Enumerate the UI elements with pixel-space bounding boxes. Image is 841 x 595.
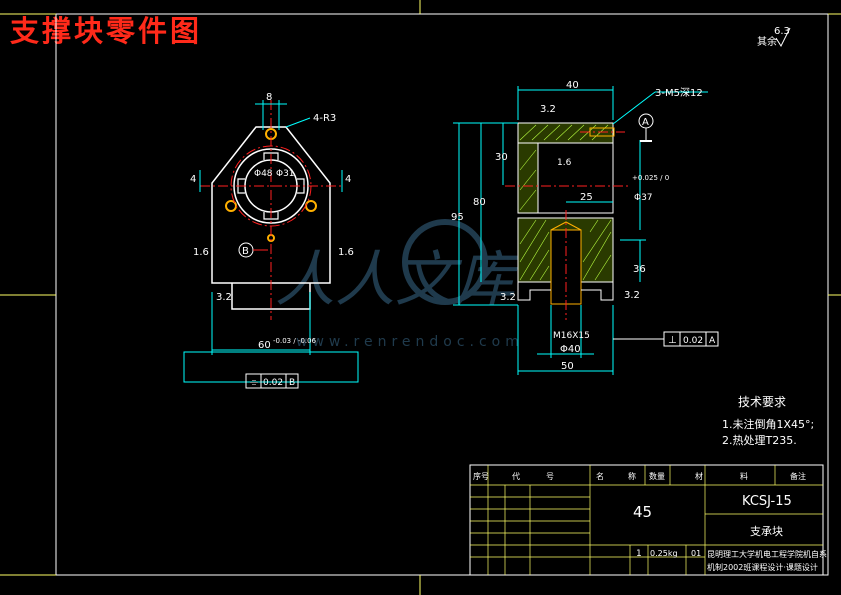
front-radius-label: 4-R3 bbox=[313, 113, 336, 124]
side-dim-25: 25 bbox=[580, 192, 593, 203]
watermark-url: www.renrendoc.com bbox=[296, 334, 524, 350]
header-col-2: 号 bbox=[546, 472, 554, 481]
header-col-3: 名 bbox=[596, 471, 604, 481]
front-rough-left: 1.6 bbox=[193, 247, 209, 258]
flatness-symbol: ⌯ bbox=[250, 377, 258, 388]
title-block: 序号 代 号 名 称 数量 材 料 备注 45 KCSJ-15 支承块 1 0.… bbox=[469, 464, 827, 576]
flatness-datum: B bbox=[289, 378, 295, 388]
side-top-dim: 40 bbox=[566, 80, 579, 91]
header-col-8: 备注 bbox=[790, 471, 806, 481]
side-dim-bore: Φ37 bbox=[634, 193, 653, 203]
sheet-value: 01 bbox=[691, 549, 701, 558]
drawing-number: KCSJ-15 bbox=[742, 494, 792, 509]
side-thread-label: 3-M5深12 bbox=[655, 87, 703, 99]
header-col-5: 数量 bbox=[649, 471, 665, 481]
front-side-dim-left: 4 bbox=[190, 174, 196, 185]
header-col-7: 料 bbox=[740, 471, 748, 481]
corner-roughness: 其余 6.3 bbox=[757, 26, 791, 48]
svg-text:人人文库: 人人文库 bbox=[275, 245, 524, 315]
perpendicular-value: 0.02 bbox=[683, 336, 703, 346]
front-rough-bottom: 3.2 bbox=[216, 292, 232, 303]
front-circle-outer: Φ48 bbox=[254, 169, 273, 179]
front-view: 8 4-R3 Φ48 Φ31 4 4 1.6 1.6 3.2 60 -0.03 … bbox=[183, 92, 359, 389]
front-side-dim-right: 4 bbox=[345, 174, 351, 185]
header-col-0: 序号 bbox=[473, 471, 489, 481]
side-rough-bottom-right: 3.2 bbox=[624, 290, 640, 301]
side-rough-top: 3.2 bbox=[540, 104, 556, 115]
material-value: 45 bbox=[633, 503, 652, 521]
datum-a-label: A bbox=[642, 117, 649, 128]
part-name: 支承块 bbox=[750, 525, 783, 538]
side-dim-80: 80 bbox=[473, 197, 486, 208]
front-rough-right: 1.6 bbox=[338, 247, 354, 258]
side-view: 40 3-M5深12 3.2 1.6 30 80 95 25 36 Φ37 +0… bbox=[451, 80, 719, 375]
flatness-value: 0.02 bbox=[263, 378, 283, 388]
side-rough-bottom-left: 3.2 bbox=[500, 292, 516, 303]
title-block-header: 序号 代 号 名 称 数量 材 料 备注 bbox=[473, 471, 806, 481]
perpendicular-symbol: ⊥ bbox=[668, 335, 677, 346]
tech-item-2: 2.热处理T235. bbox=[722, 434, 797, 447]
front-bottom-dim: 60 bbox=[258, 340, 271, 351]
front-bottom-tol: -0.03 / -0.06 bbox=[273, 337, 317, 345]
front-width-dim: 8 bbox=[266, 92, 272, 103]
tech-requirements: 技术要求 1.未注倒角1X45°; 2.热处理T235. bbox=[722, 395, 814, 447]
datum-b-label: B bbox=[242, 246, 249, 257]
flatness-frame: ⌯ 0.02 B bbox=[245, 373, 299, 389]
weight-value: 0.25kg bbox=[650, 549, 678, 558]
front-circle-inner: Φ31 bbox=[276, 169, 295, 179]
datum-a-marker: A bbox=[638, 113, 654, 142]
side-bore-tol: +0.025 / 0 bbox=[632, 174, 669, 182]
side-dim-95: 95 bbox=[451, 212, 464, 223]
header-col-1: 代 bbox=[512, 471, 520, 481]
perpendicular-frame: ⊥ 0.02 A bbox=[613, 331, 719, 347]
side-dim-30: 30 bbox=[495, 152, 508, 163]
side-dim-36: 36 bbox=[633, 264, 646, 275]
tech-item-1: 1.未注倒角1X45°; bbox=[722, 417, 814, 431]
header-col-4: 称 bbox=[628, 471, 636, 481]
roughness-label: 其余 bbox=[757, 35, 777, 48]
school-name: 昆明理工大学机电工程学院机自系 bbox=[707, 549, 827, 559]
scale-value: 1 bbox=[636, 549, 642, 559]
page-title: 支撑块零件图 bbox=[10, 14, 203, 48]
side-thread-bottom: M16X15 bbox=[553, 331, 590, 341]
project-name: 机制2002班课程设计·课题设计 bbox=[707, 562, 818, 572]
roughness-value: 6.3 bbox=[774, 26, 790, 37]
watermark: 人人文库 www.renrendoc.com bbox=[275, 219, 524, 350]
side-rough-mid: 1.6 bbox=[557, 158, 572, 168]
datum-b-marker: B bbox=[238, 242, 268, 258]
perpendicular-datum: A bbox=[709, 336, 716, 346]
tech-heading: 技术要求 bbox=[738, 395, 786, 409]
header-col-6: 材 bbox=[695, 471, 703, 481]
side-dim-phi40: Φ40 bbox=[560, 344, 581, 355]
side-dim-50: 50 bbox=[561, 361, 574, 372]
